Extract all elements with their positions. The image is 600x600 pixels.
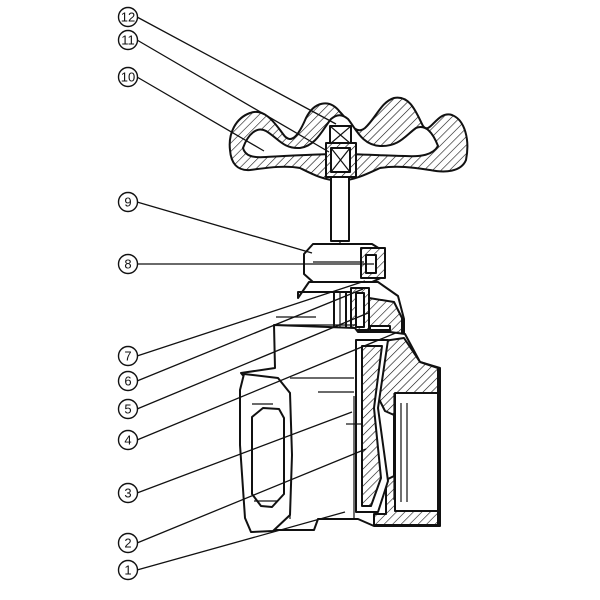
bonnet (276, 281, 405, 346)
callout-5-label: 5 (124, 402, 131, 417)
callout-6: 6 (117, 370, 139, 392)
hex-inlet (239, 373, 293, 533)
callout-4-circle (117, 429, 139, 451)
leader-1 (136, 511, 346, 571)
leader-7 (136, 280, 366, 357)
leader-6 (136, 288, 364, 382)
callout-9: 9 (117, 191, 139, 213)
handwheel (228, 96, 469, 182)
callout-7-circle (117, 345, 139, 367)
leader-2 (136, 448, 367, 544)
callout-4-label: 4 (124, 433, 131, 448)
callout-2: 2 (117, 532, 139, 554)
callout-7: 7 (117, 345, 139, 367)
callout-12: 12 (117, 6, 139, 28)
leader-lines (136, 16, 399, 571)
callout-3: 3 (117, 482, 139, 504)
callout-10-circle (117, 66, 139, 88)
gate-wedge (346, 339, 389, 513)
callout-1-label: 1 (124, 563, 131, 578)
callout-4: 4 (117, 429, 139, 451)
callout-5-circle (117, 398, 139, 420)
callout-1: 1 (117, 559, 139, 581)
callout-11-circle (117, 29, 139, 51)
callout-3-label: 3 (124, 486, 131, 501)
callout-8-label: 8 (124, 257, 131, 272)
leader-4 (136, 331, 399, 441)
leader-9 (136, 201, 313, 254)
callout-9-label: 9 (124, 195, 131, 210)
callout-12-label: 12 (121, 10, 135, 25)
callout-8: 8 (117, 253, 139, 275)
callout-6-circle (117, 370, 139, 392)
leader-12 (136, 16, 337, 125)
callout-2-label: 2 (124, 536, 131, 551)
callout-1-circle (117, 559, 139, 581)
callout-5: 5 (117, 398, 139, 420)
packing-nut (303, 243, 386, 283)
leader-11 (136, 39, 330, 153)
callout-6-label: 6 (124, 374, 131, 389)
callout-3-circle (117, 482, 139, 504)
callout-2-circle (117, 532, 139, 554)
leader-3 (136, 411, 353, 494)
callout-9-circle (117, 191, 139, 213)
callout-8-circle (117, 253, 139, 275)
leader-5 (136, 312, 369, 410)
callout-10-label: 10 (121, 70, 135, 85)
callout-11: 11 (117, 29, 139, 51)
leader-10 (136, 76, 265, 152)
callout-7-label: 7 (124, 349, 131, 364)
callout-12-circle (117, 6, 139, 28)
callout-11-label: 11 (121, 33, 135, 48)
callout-10: 10 (117, 66, 139, 88)
